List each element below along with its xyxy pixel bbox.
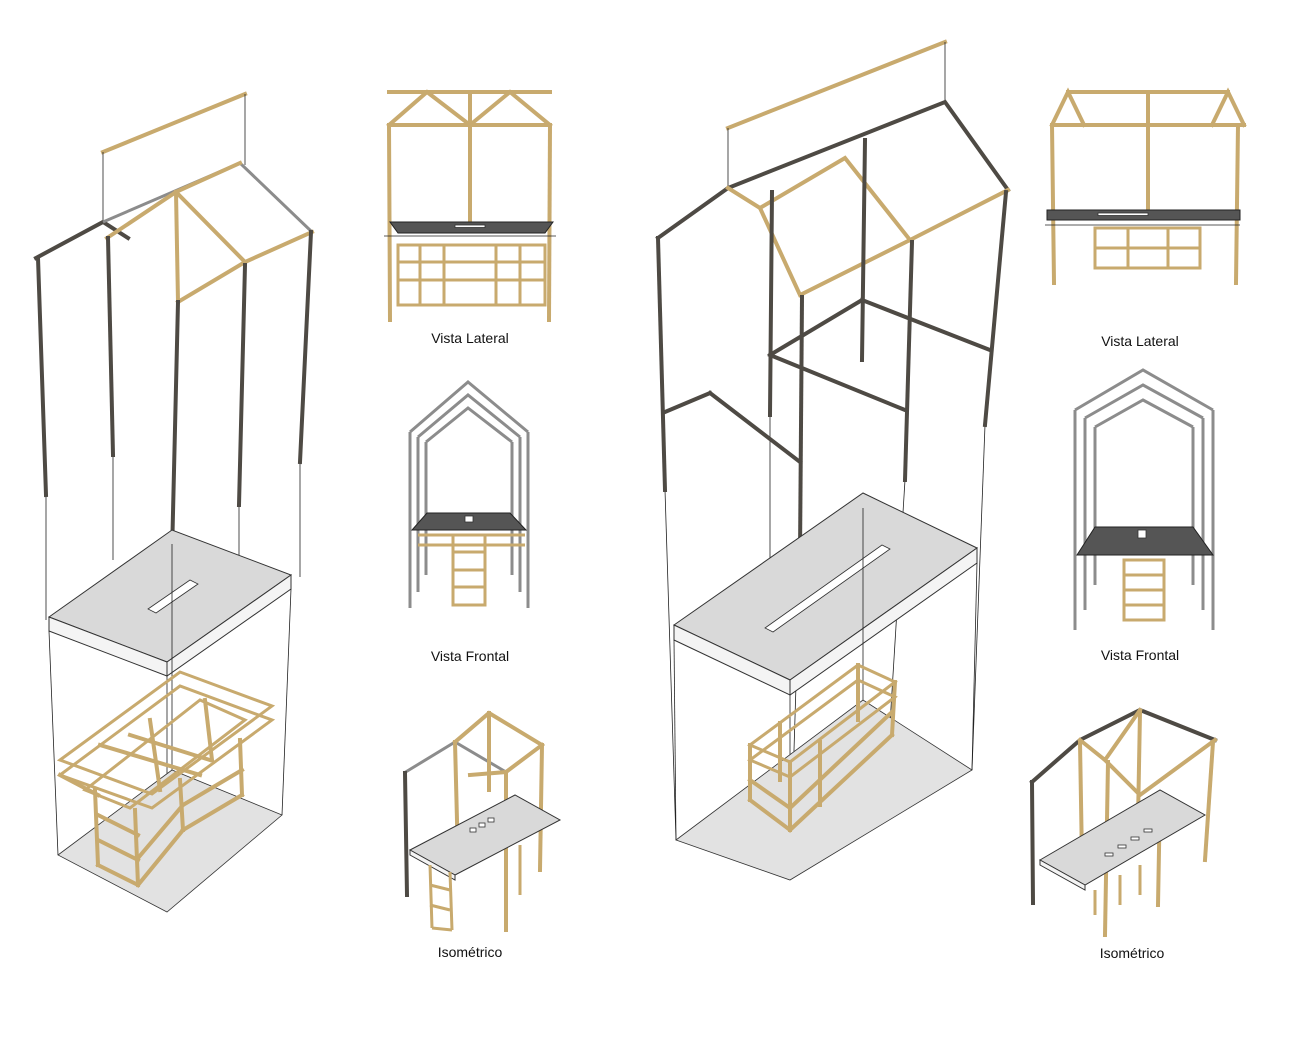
caption-isometric-b: Isométrico: [1099, 945, 1165, 961]
front-view-a: [408, 380, 530, 608]
exploded-axonometric-a: [33, 91, 315, 913]
roof-frames-a: [33, 160, 315, 558]
isometric-view-b: [1029, 707, 1218, 938]
caption-isometric-a: Isométrico: [437, 944, 503, 960]
isometric-view-a: [402, 710, 562, 932]
ridge-rod-a: [100, 91, 248, 155]
caption-front-view-b: Vista Frontal: [1100, 647, 1180, 663]
table-top-b: [673, 492, 978, 696]
ridge-rod-b: [725, 39, 948, 131]
table-top-a: [47, 529, 293, 677]
exploded-axonometric-b: [655, 39, 1011, 881]
side-view-a: [384, 89, 556, 323]
wood-understructure-a: [56, 670, 276, 888]
roof-frames-b: [655, 99, 1011, 558]
wood-understructure-b: [747, 663, 898, 833]
front-view-b: [1073, 368, 1215, 630]
caption-front-view-a: Vista Frontal: [430, 648, 510, 664]
caption-side-view-a: Vista Lateral: [431, 330, 509, 346]
caption-side-view-b: Vista Lateral: [1101, 333, 1179, 349]
side-view-b: [1045, 87, 1247, 286]
